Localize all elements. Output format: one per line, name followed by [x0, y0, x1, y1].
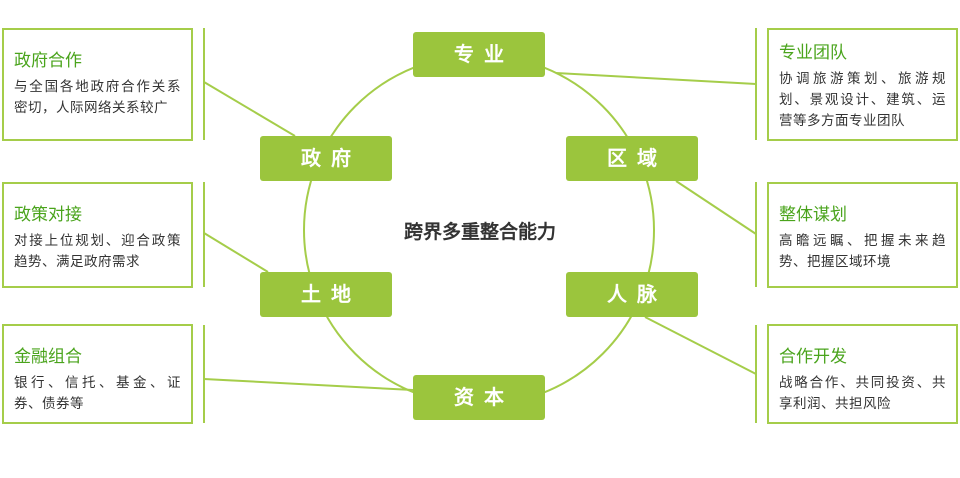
info-box-government: 政府合作 与全国各地政府合作关系密切，人际网络关系较广	[2, 28, 193, 141]
box-title: 整体谋划	[779, 205, 847, 225]
box-text: 战略合作、共同投资、共享利润、共担风险	[779, 375, 946, 412]
box-title: 政策对接	[14, 205, 82, 225]
node-region: 区域	[566, 136, 698, 181]
info-box-finance: 金融组合 银行、信托、基金、证券、债券等	[2, 324, 193, 424]
box-text: 与全国各地政府合作关系密切，人际网络关系较广	[14, 79, 181, 116]
center-title: 跨界多重整合能力	[403, 221, 556, 243]
node-capital: 资本	[413, 375, 545, 420]
box-title: 政府合作	[14, 51, 82, 71]
info-box-team: 专业团队 协调旅游策划、旅游规划、景观设计、建筑、运营等多方面专业团队	[767, 28, 958, 141]
info-box-planning: 整体谋划 高瞻远瞩、把握未来趋势、把握区域环境	[767, 182, 958, 288]
node-land: 土地	[260, 272, 392, 317]
box-title: 合作开发	[779, 347, 847, 367]
node-network: 人脉	[566, 272, 698, 317]
box-text: 高瞻远瞩、把握未来趋势、把握区域环境	[779, 233, 946, 270]
info-box-cooperation: 合作开发 战略合作、共同投资、共享利润、共担风险	[767, 324, 958, 424]
box-title: 专业团队	[779, 43, 847, 63]
info-box-policy: 政策对接 对接上位规划、迎合政策趋势、满足政府需求	[2, 182, 193, 288]
box-text: 协调旅游策划、旅游规划、景观设计、建筑、运营等多方面专业团队	[779, 71, 946, 129]
box-text: 对接上位规划、迎合政策趋势、满足政府需求	[14, 233, 181, 270]
box-title: 金融组合	[14, 347, 82, 367]
box-text: 银行、信托、基金、证券、债券等	[14, 375, 181, 412]
node-government: 政府	[260, 136, 392, 181]
node-professional: 专业	[413, 32, 545, 77]
